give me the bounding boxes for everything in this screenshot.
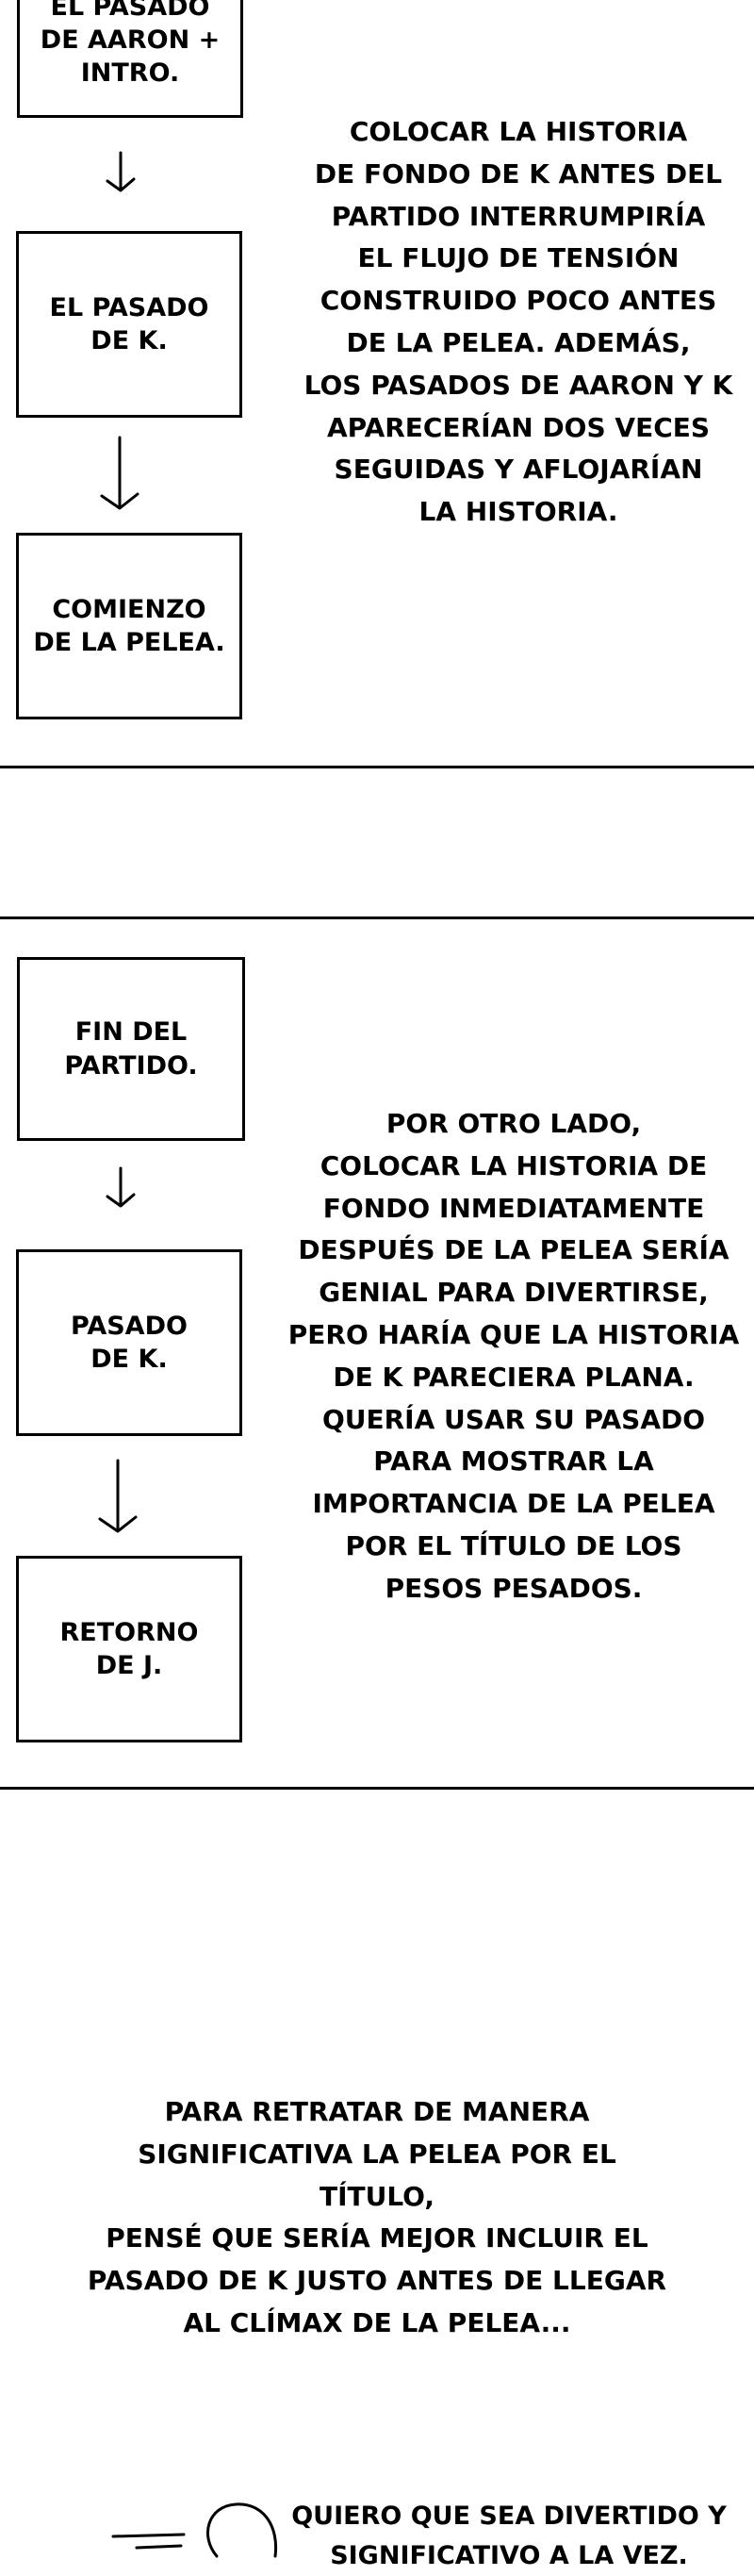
flow-box-aaron-past-intro: EL PASADO DE AARON + INTRO. (17, 0, 243, 118)
panel-2-explanation: POR OTRO LADO, COLOCAR LA HISTORIA DE FO… (287, 1108, 740, 1604)
panel-1: EL PASADO DE AARON + INTRO. EL PASADO DE… (0, 0, 754, 766)
down-arrow-icon (106, 151, 136, 192)
flow-box-fight-start: COMIENZO DE LA PELEA. (16, 533, 242, 719)
down-arrow-icon (106, 1166, 136, 1208)
flow-box-match-end: FIN DEL PARTIDO. (17, 957, 245, 1141)
panel-divider (0, 766, 754, 768)
flow-box-k-past: PASADO DE K. (16, 1249, 242, 1436)
panel-divider (0, 1787, 754, 1790)
character-head-sketch (111, 2502, 278, 2558)
panel-divider (0, 916, 754, 919)
panel-1-explanation: COLOCAR LA HISTORIA DE FONDO DE K ANTES … (303, 116, 733, 528)
speech-text: QUIERO QUE SEA DIVERTIDO Y SIGNIFICATIVO… (291, 2502, 727, 2570)
panel-2: FIN DEL PARTIDO. PASADO DE K. RETORNO DE… (0, 919, 754, 1787)
flow-box-j-return: RETORNO DE J. (16, 1556, 242, 1742)
flow-box-k-past: EL PASADO DE K. (16, 231, 242, 418)
down-arrow-icon (98, 1459, 138, 1533)
down-arrow-icon (100, 436, 139, 510)
narration-text: PARA RETRATAR DE MANERA SIGNIFICATIVA LA… (87, 2096, 667, 2338)
